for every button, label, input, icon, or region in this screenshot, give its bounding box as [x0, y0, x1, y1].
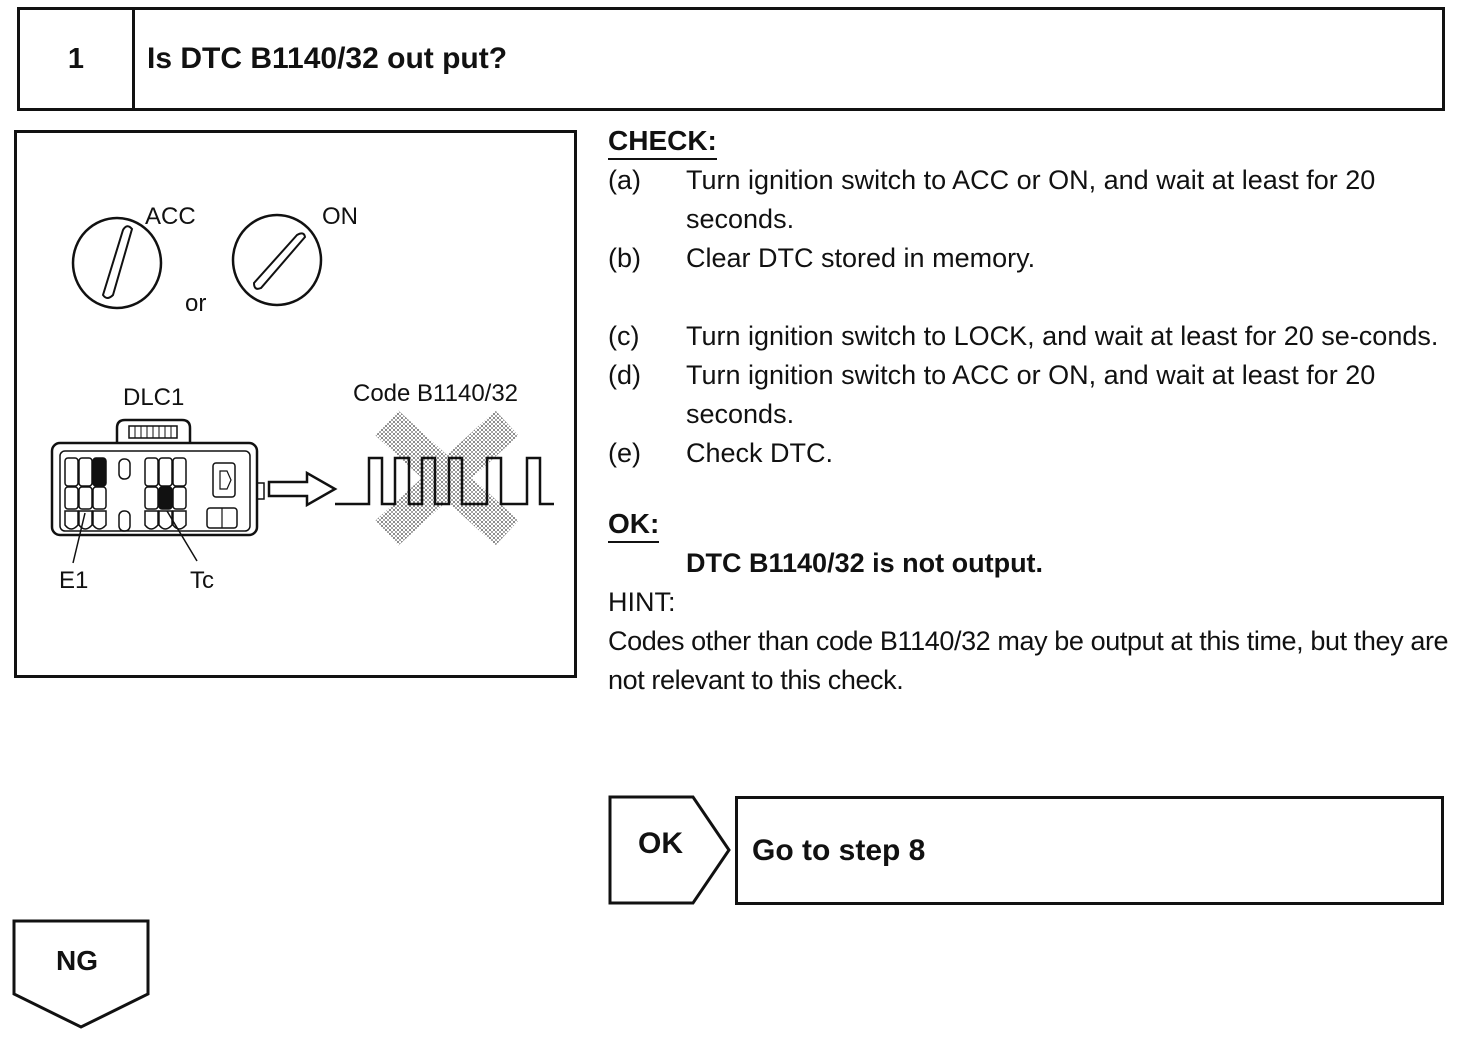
check-heading: CHECK: [608, 124, 717, 160]
dlc-illustration: ACC ON or DLC1 [50, 203, 554, 594]
crossed-out-signal-icon [335, 410, 554, 546]
e1-label: E1 [59, 567, 88, 594]
item-text: Turn ignition switch to ACC or ON, and w… [686, 165, 1376, 234]
on-key-cylinder-icon [231, 213, 323, 307]
procedure-text: CHECK: (a) Turn ignition switch to ACC o… [608, 122, 1453, 700]
dlc1-connector-icon [50, 418, 265, 564]
step-number: 1 [20, 10, 135, 108]
item-marker: (d) [608, 360, 641, 390]
item-text: Turn ignition switch to LOCK, and wait a… [686, 321, 1439, 351]
item-text: Clear DTC stored in memory. [686, 243, 1036, 273]
tc-label: Tc [190, 567, 214, 594]
goto-step-box: Go to step 8 [735, 796, 1444, 905]
arrow-right-icon [267, 470, 338, 508]
item-marker: (b) [608, 243, 641, 273]
hint-text: Codes other than code B1140/32 may be ou… [608, 626, 1449, 695]
ok-flow-box: OK [608, 795, 732, 912]
check-item: (a) Turn ignition switch to ACC or ON, a… [608, 161, 1453, 239]
hint-label: HINT: [608, 587, 676, 617]
item-marker: (c) [608, 321, 640, 351]
ok-heading: OK: [608, 507, 660, 543]
item-marker: (a) [608, 165, 641, 195]
ok-flow-label: OK [638, 827, 683, 860]
check-item: (e) Check DTC. [608, 434, 1453, 473]
check-item: (c) Turn ignition switch to LOCK, and wa… [608, 317, 1453, 356]
ng-arrow-shape [12, 919, 150, 1029]
acc-label: ACC [145, 203, 196, 230]
step-header: 1 Is DTC B1140/32 out put? [17, 7, 1445, 111]
spacer [608, 278, 1453, 317]
check-item: (b) Clear DTC stored in memory. [608, 239, 1453, 278]
acc-key-cylinder-icon [71, 216, 163, 310]
step-title: Is DTC B1140/32 out put? [147, 42, 508, 75]
on-label: ON [322, 203, 358, 230]
code-label: Code B1140/32 [353, 380, 518, 407]
ng-flow-box: NG [12, 919, 152, 1036]
item-text: Check DTC. [686, 438, 834, 468]
ok-result: DTC B1140/32 is not output. [686, 548, 1044, 578]
ng-flow-label: NG [56, 945, 98, 976]
ok-arrow-shape [608, 795, 731, 905]
illustration-panel: ACC ON or DLC1 [14, 130, 577, 678]
item-marker: (e) [608, 438, 641, 468]
dlc1-label: DLC1 [123, 384, 184, 411]
item-text: Turn ignition switch to ACC or ON, and w… [686, 360, 1376, 429]
spacer [608, 473, 1453, 505]
check-item: (d) Turn ignition switch to ACC or ON, a… [608, 356, 1453, 434]
or-label: or [185, 290, 206, 317]
